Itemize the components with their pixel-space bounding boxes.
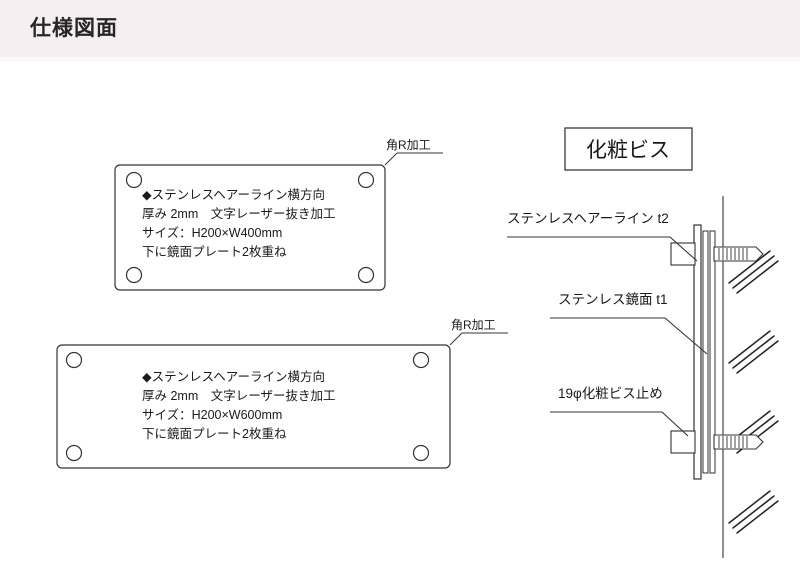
- plate-hole: [125, 266, 143, 284]
- fastener-lower: [670, 430, 764, 454]
- corner-r-leader-2: [449, 332, 508, 346]
- drawing-canvas: 角R加工 ◆ステンレスヘアーライン横方向 厚み 2mm 文字レーザー抜き加工 サ…: [0, 61, 800, 580]
- corner-r-note-1: 角R加工: [386, 138, 431, 152]
- page-title: 仕様図面: [30, 17, 118, 40]
- plate-spec-line: 下に鏡面プレート2枚重ね: [142, 426, 287, 441]
- mirror-plate-edge-2: [709, 230, 716, 474]
- plate-spec-line: 下に鏡面プレート2枚重ね: [142, 244, 287, 259]
- plate-spec-line: ◆ステンレスヘアーライン横方向: [142, 187, 325, 202]
- plate-hole: [357, 266, 375, 284]
- plate-hole: [65, 444, 83, 462]
- plate-diagram-1: 角R加工 ◆ステンレスヘアーライン横方向 厚み 2mm 文字レーザー抜き加工 サ…: [114, 138, 443, 291]
- corner-r-note-2: 角R加工: [451, 318, 496, 332]
- callout-hairline: ステンレスヘアーライン t2: [507, 211, 698, 262]
- plate-spec-line: サイズ：H200×W600mm: [142, 407, 282, 422]
- section-title-box: 化粧ビス: [564, 127, 693, 171]
- callout-mirror: ステンレス鏡面 t1: [550, 292, 708, 355]
- section-detail: 化粧ビス: [507, 127, 779, 558]
- plate-body-2: [56, 344, 451, 469]
- callout-screw-label: 19φ化粧ビス止め: [558, 386, 663, 401]
- header-divider: [0, 57, 800, 61]
- decorative-screw: [713, 434, 764, 450]
- callout-mirror-label: ステンレス鏡面 t1: [558, 292, 668, 307]
- decorative-screw: [713, 246, 764, 262]
- plate-hole: [412, 351, 430, 369]
- plate-spec-line: サイズ：H200×W400mm: [142, 225, 282, 240]
- callout-hairline-label: ステンレスヘアーライン t2: [507, 211, 669, 226]
- callout-screw: 19φ化粧ビス止め: [550, 386, 689, 437]
- page-header: [0, 0, 800, 57]
- plate-hole: [65, 351, 83, 369]
- plate-spec-line: 厚み 2mm 文字レーザー抜き加工: [142, 206, 336, 221]
- hairline-plate-edge: [693, 224, 702, 480]
- plate-diagram-2: 角R加工 ◆ステンレスヘアーライン横方向 厚み 2mm 文字レーザー抜き加工 サ…: [56, 318, 508, 469]
- plate-hole: [412, 444, 430, 462]
- section-title-label: 化粧ビス: [586, 139, 670, 162]
- plate-body-1: [114, 164, 386, 291]
- plate-hole: [125, 171, 143, 189]
- screw-cap: [670, 430, 696, 454]
- plate-spec-line: ◆ステンレスヘアーライン横方向: [142, 369, 325, 384]
- corner-r-leader-1: [384, 152, 443, 166]
- screw-cap: [670, 242, 696, 266]
- plate-hole: [357, 171, 375, 189]
- plate-spec-line: 厚み 2mm 文字レーザー抜き加工: [142, 388, 336, 403]
- fastener-upper: [670, 242, 764, 266]
